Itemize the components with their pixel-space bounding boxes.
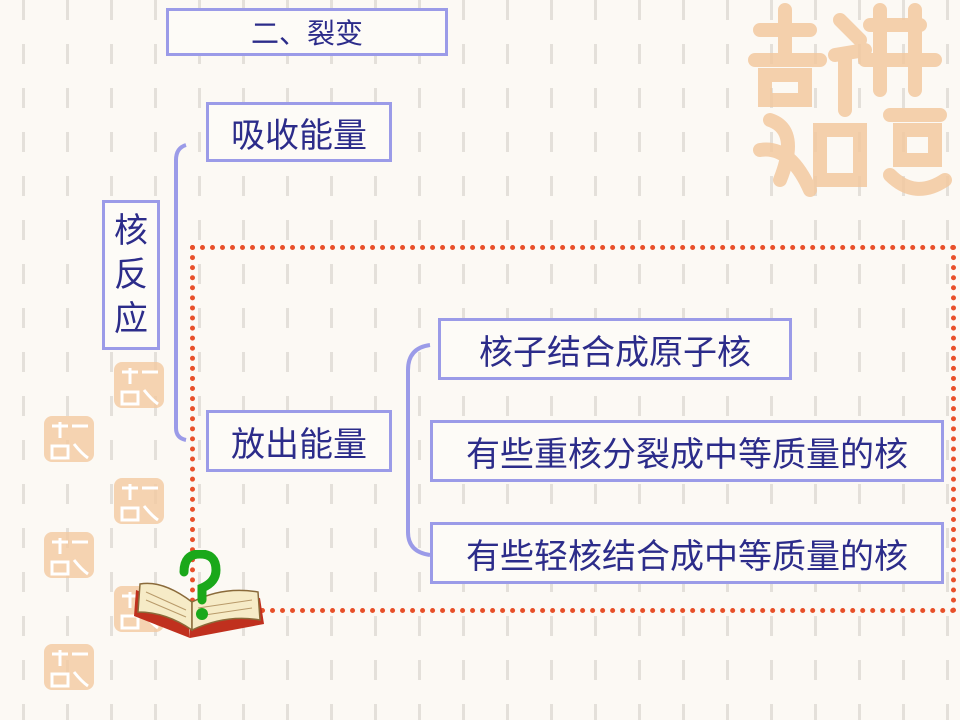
stamp-icon bbox=[114, 362, 164, 408]
background-dash-column bbox=[66, 0, 69, 720]
background-dash-column bbox=[858, 0, 861, 720]
background-dash-column bbox=[286, 0, 289, 720]
nuclear-reaction-box: 核 反 应 bbox=[102, 200, 160, 350]
auspicious-logo bbox=[748, 3, 952, 197]
background-dash-column bbox=[946, 0, 949, 720]
stamp-icon bbox=[44, 532, 94, 578]
release-group-frame bbox=[190, 245, 956, 613]
stamp-icon bbox=[44, 644, 94, 690]
background-dash-column bbox=[814, 0, 817, 720]
background-dash-column bbox=[154, 0, 157, 720]
stamp-icon bbox=[114, 478, 164, 524]
background-dash-column bbox=[110, 0, 113, 720]
release-item-nucleon-binding: 核子结合成原子核 bbox=[438, 318, 792, 380]
nuclear-reaction-char: 应 bbox=[114, 299, 148, 339]
background-dash-column bbox=[22, 0, 25, 720]
page-title: 二、裂变 bbox=[166, 8, 448, 56]
release-item-light-fusion: 有些轻核结合成中等质量的核 bbox=[430, 522, 944, 584]
background-dash-column bbox=[198, 0, 201, 720]
background-dash-column bbox=[902, 0, 905, 720]
nuclear-reaction-char: 核 bbox=[114, 211, 148, 251]
background-dash-column bbox=[330, 0, 333, 720]
absorb-energy-box: 吸收能量 bbox=[206, 102, 392, 162]
nuclear-reaction-char: 反 bbox=[114, 255, 148, 295]
question-book-icon[interactable] bbox=[128, 550, 268, 640]
stamp-icon bbox=[44, 416, 94, 462]
background-dash-column bbox=[242, 0, 245, 720]
background-dash-column bbox=[374, 0, 377, 720]
release-energy-box: 放出能量 bbox=[206, 410, 392, 472]
release-item-heavy-fission: 有些重核分裂成中等质量的核 bbox=[430, 420, 944, 482]
